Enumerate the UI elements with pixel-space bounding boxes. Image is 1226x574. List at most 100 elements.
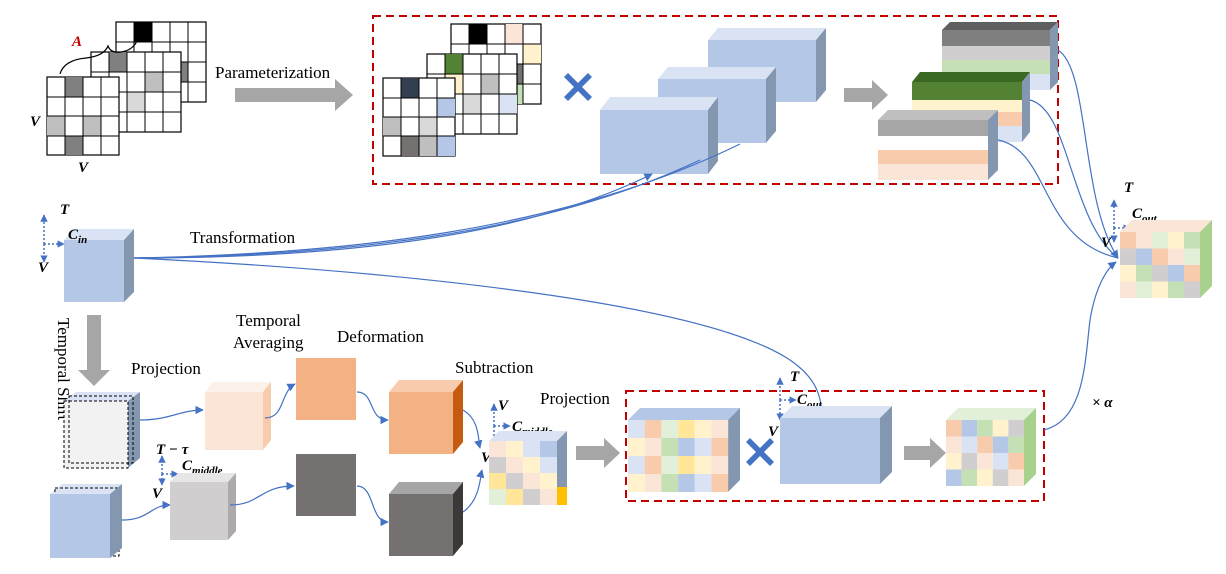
grid-cell [661, 474, 679, 492]
matrix-front [46, 76, 120, 156]
grid-cell [1184, 248, 1200, 265]
label-alpha: × α [1092, 395, 1113, 411]
parameterized-matrix-stack [382, 23, 542, 157]
grid-cell [946, 436, 962, 453]
symbol-T-input: T [60, 202, 70, 218]
grid-cell [1120, 281, 1136, 298]
grid-cell [628, 474, 645, 492]
input-cube [64, 229, 134, 302]
multiply-icon-top [564, 73, 592, 101]
grid-cell [711, 474, 729, 492]
grid-cell [1152, 248, 1168, 265]
subtraction-connector-top [462, 409, 483, 449]
gray-arrow-top [844, 80, 888, 110]
grid-cell [644, 438, 662, 456]
grid-cell [661, 420, 679, 438]
projection-region-box [625, 390, 1045, 502]
svg-text:Temporal Shift: Temporal Shift [54, 318, 73, 420]
grid-cell [661, 456, 679, 474]
grid-cell [506, 473, 523, 489]
grid-cell [992, 469, 1009, 486]
multiply-icon-bottom [746, 438, 774, 466]
grid-cell [678, 474, 695, 492]
grid-cell [644, 456, 662, 474]
matrix-middle [90, 51, 182, 133]
grid-cell [1136, 248, 1152, 265]
averaged-square-orange [296, 358, 356, 420]
projection-connector-2 [121, 500, 171, 521]
grid-cell [961, 469, 978, 486]
grid-cell [1184, 281, 1200, 298]
grid-cell [946, 469, 962, 486]
parameterized-region-box [372, 15, 1059, 185]
grid-cell [1136, 265, 1152, 282]
deformed-cube-orange [389, 380, 463, 454]
grid-cell [1008, 453, 1024, 470]
symbol-T-bottom: T [790, 369, 800, 385]
grid-cell [1120, 232, 1136, 249]
grid-cell [489, 441, 506, 457]
symbol-V-cols: V [78, 160, 90, 176]
grid-cell [946, 420, 962, 437]
symbol-V-middle-upper-top: V [498, 398, 510, 414]
grid-cell [540, 457, 557, 473]
grid-cell [489, 457, 506, 473]
blue-cube-bottom [780, 406, 892, 484]
subtraction-connector-bottom [462, 469, 485, 513]
grid-cell [678, 456, 695, 474]
grid-cell [1120, 265, 1136, 282]
grid-cell [694, 420, 712, 438]
grid-cell [644, 420, 662, 438]
grid-cell [1152, 232, 1168, 249]
grid-cell [961, 453, 978, 470]
averaging-connector [264, 383, 296, 419]
grid-cell [992, 420, 1009, 437]
label-deformation: Deformation [337, 327, 424, 346]
grid-cell [661, 438, 679, 456]
grid-cell [1152, 265, 1168, 282]
grid-cell [977, 420, 993, 437]
label-parameterization: Parameterization [215, 63, 331, 82]
grid-cell [711, 438, 729, 456]
label-transformation: Transformation [190, 228, 296, 247]
averaging-connector-2 [229, 481, 295, 506]
projected-output-cube [946, 408, 1036, 486]
grid-cell [506, 489, 523, 505]
grid-cell [540, 473, 557, 489]
shifted-cube-blue [50, 484, 122, 558]
grid-cell [1008, 420, 1024, 437]
symbol-C-in: Cin [68, 227, 87, 246]
grid-cell [628, 438, 645, 456]
grid-cell [1008, 436, 1024, 453]
deformed-cube-gray [389, 482, 463, 556]
grid-cell [711, 420, 729, 438]
shifted-cube-gray [63, 392, 140, 469]
grid-cell [694, 474, 712, 492]
projection-connector-1 [139, 405, 204, 421]
grid-cell [961, 420, 978, 437]
symbol-V-bottom: V [768, 424, 780, 440]
grid-cell [694, 438, 712, 456]
striped-slab-stack [878, 22, 1058, 180]
grid-cell [628, 456, 645, 474]
symbol-T-minus-tau: T − τ [156, 442, 190, 458]
grid-cell [992, 453, 1009, 470]
grid-cell [977, 436, 993, 453]
grid-cell [506, 441, 523, 457]
averaged-square-gray [296, 454, 356, 516]
symbol-V-rows: V [30, 114, 42, 130]
middle-axes [158, 455, 179, 486]
feature-cube-front [600, 97, 718, 174]
grid-cell [1136, 281, 1152, 298]
output-cube [1120, 220, 1212, 298]
grid-cell [694, 456, 712, 474]
grid-cell [540, 489, 557, 505]
symbol-V-output: V [1101, 235, 1113, 251]
projected-cube-peach [205, 382, 271, 450]
label-temporal-shift: Temporal Shift [54, 318, 73, 420]
grid-cell [1008, 469, 1024, 486]
grid-cell [977, 453, 993, 470]
grid-cell [1136, 232, 1152, 249]
grid-cell [1168, 232, 1184, 249]
